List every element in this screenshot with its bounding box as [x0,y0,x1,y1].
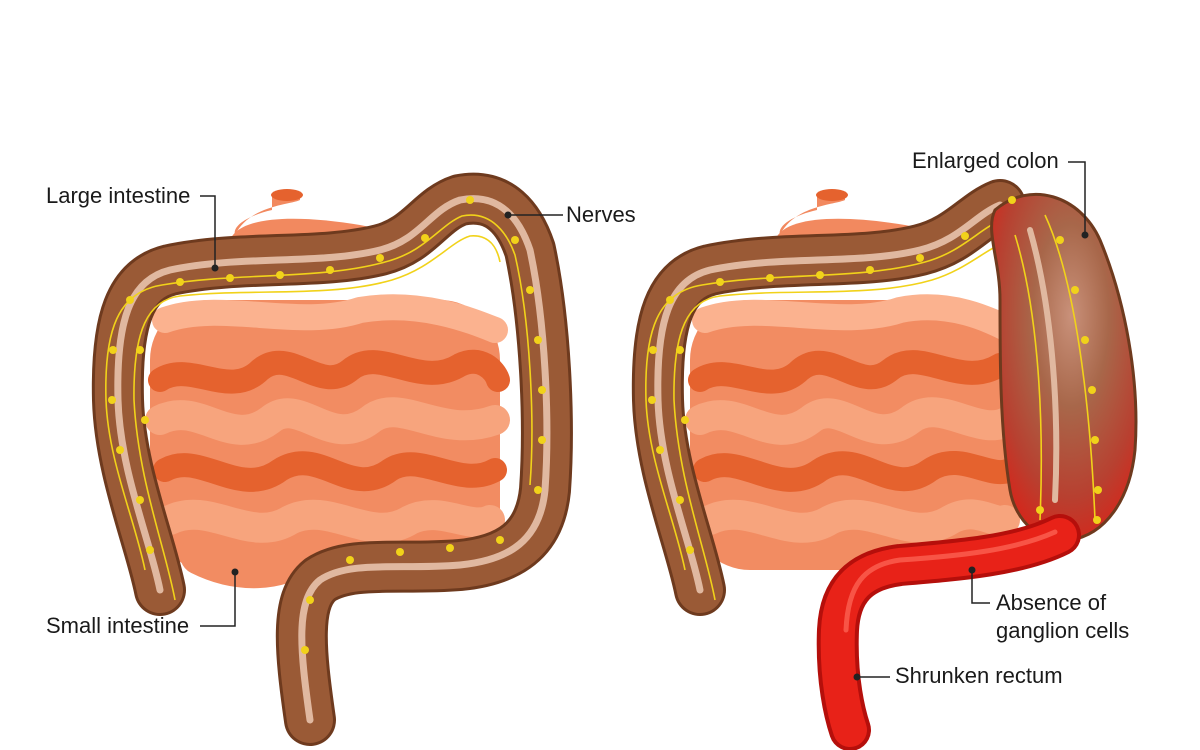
leader-large-intestine [200,195,216,268]
nerve-dots-left [108,196,546,654]
nerve-dots-right [648,232,969,554]
label-shrunken-rectum: Shrunken rectum [895,663,1063,688]
large-intestine-right [631,179,1026,616]
label-nerves: Nerves [566,202,636,227]
large-intestine-left [91,172,573,746]
nerve-dots-enlarged [1008,196,1102,524]
leader-absence [971,570,990,604]
leader-lines [200,161,1086,678]
label-enlarged-colon: Enlarged colon [912,148,1059,173]
leader-enlarged-colon [1068,161,1086,235]
label-absence-line1: Absence of [996,590,1107,615]
label-small-intestine: Small intestine [46,613,190,638]
leader-small-intestine [200,572,236,627]
small-intestine-right [685,294,1025,570]
shrunken-rectum [816,514,1081,750]
enlarged-colon [990,193,1138,543]
leader-dots [211,211,1089,681]
small-intestine-left [145,294,510,589]
normal-colon-figure [91,172,573,746]
diseased-colon-figure [631,179,1138,750]
label-large-intestine: Large intestine [46,183,191,208]
label-absence-line2: ganglion cells [996,618,1130,643]
